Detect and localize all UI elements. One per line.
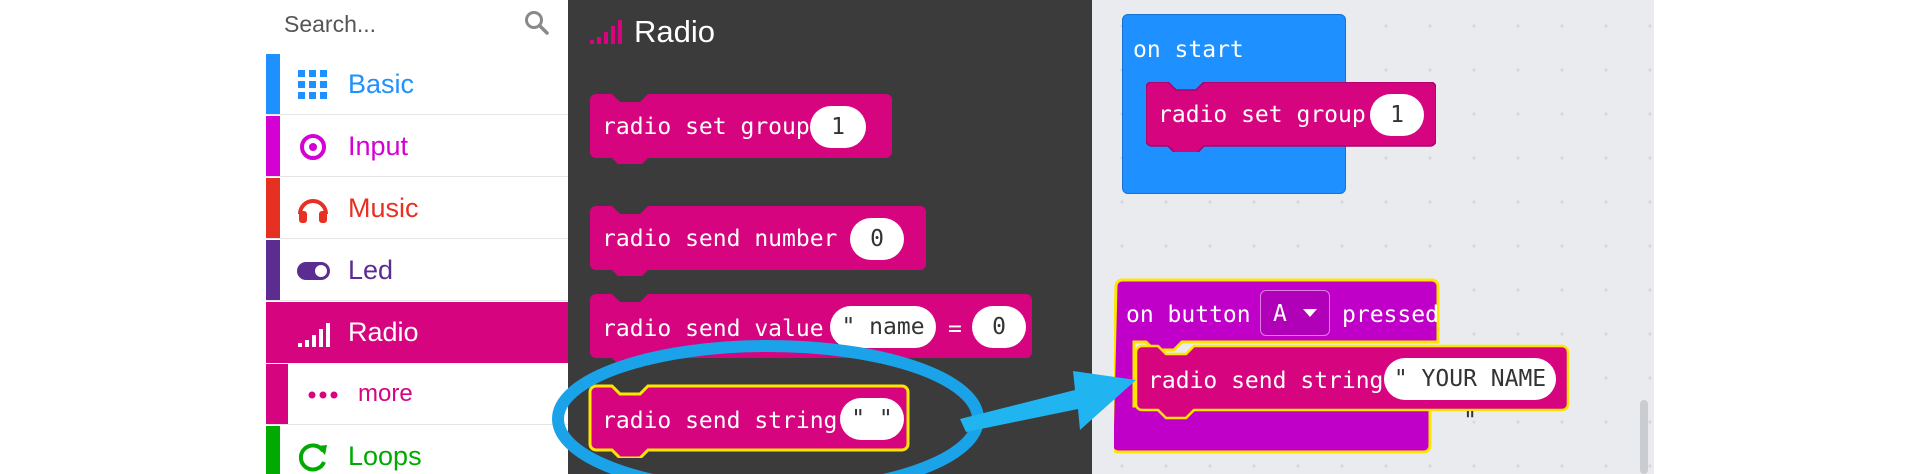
- vertical-scrollbar[interactable]: [1640, 400, 1648, 474]
- dots-icon: [308, 391, 338, 399]
- on-button-label: on button: [1126, 302, 1251, 328]
- radio-set-group-block[interactable]: radio set group 1: [590, 94, 892, 158]
- string-value-input[interactable]: " YOUR NAME ": [1384, 358, 1556, 434]
- category-color-bar: [266, 116, 280, 176]
- name-value-input[interactable]: " name ": [830, 306, 936, 382]
- category-color-bar: [266, 240, 280, 300]
- radio-set-group-block[interactable]: radio set group 1: [1146, 82, 1436, 146]
- flyout-title: Radio: [634, 14, 715, 49]
- category-label: Input: [348, 131, 409, 161]
- value-input[interactable]: 0: [972, 306, 1026, 348]
- group-value-input[interactable]: 1: [810, 106, 866, 148]
- block-shape: [588, 384, 910, 458]
- pressed-label: pressed: [1342, 302, 1439, 328]
- radio-send-number-block[interactable]: radio send number 0: [590, 206, 926, 270]
- radio-send-string-block[interactable]: radio send string " YOUR NAME ": [1136, 346, 1568, 434]
- category-label: Loops: [348, 441, 422, 471]
- headphones-icon: [298, 199, 328, 223]
- block-shape: [1146, 82, 1436, 152]
- radio-send-string-block[interactable]: radio send string " ": [590, 386, 914, 450]
- category-more[interactable]: more: [266, 364, 568, 425]
- pointer-arrow-icon: [960, 371, 1136, 432]
- category-label: Music: [348, 193, 419, 223]
- category-music[interactable]: Music: [266, 178, 568, 239]
- highlight-ring: [552, 340, 984, 474]
- grid-icon: [298, 70, 327, 99]
- category-input[interactable]: Input: [266, 116, 568, 177]
- radio-send-value-block[interactable]: radio send value " name " = 0: [590, 294, 1032, 382]
- toggle-icon: [297, 262, 330, 280]
- block-label: radio send number: [602, 226, 838, 252]
- category-radio[interactable]: Radio: [266, 302, 568, 363]
- category-color-bar: [266, 178, 280, 238]
- code-workspace[interactable]: on start radio set group 1 on button A p…: [1092, 0, 1654, 474]
- category-loops[interactable]: Loops: [266, 426, 568, 474]
- on-start-label: on start: [1133, 37, 1244, 63]
- category-color-bar: [266, 54, 280, 114]
- category-led[interactable]: Led: [266, 240, 568, 301]
- number-value-input[interactable]: 0: [850, 218, 904, 260]
- search-icon[interactable]: [524, 10, 550, 36]
- block-label: radio send string: [602, 408, 838, 434]
- category-basic[interactable]: Basic: [266, 54, 568, 115]
- string-value-input[interactable]: " ": [840, 398, 904, 440]
- group-value-input[interactable]: 1: [1370, 94, 1424, 136]
- category-color-bar: [266, 426, 280, 474]
- block-label: radio send value: [602, 316, 824, 342]
- button-dropdown-value: A: [1273, 301, 1287, 327]
- block-label: radio send string: [1148, 368, 1384, 394]
- on-button-pressed-block[interactable]: on button A pressed: [1114, 278, 1444, 348]
- equals-label: =: [948, 316, 962, 342]
- search-input[interactable]: [282, 8, 516, 40]
- block-label: radio set group: [1158, 102, 1366, 128]
- block-shape: [590, 206, 926, 276]
- button-dropdown[interactable]: A: [1260, 290, 1330, 336]
- loop-arrow-icon: [298, 443, 327, 472]
- target-icon: [300, 134, 326, 160]
- block-label: radio set group: [602, 114, 810, 140]
- radio-flyout: Radio radio set group 1 radio send numbe…: [568, 0, 1092, 474]
- toolbox-sidebar: Basic Input Music Led: [266, 0, 568, 474]
- signal-bars-icon: [590, 20, 622, 44]
- category-label: more: [358, 380, 413, 407]
- chevron-down-icon: [1303, 309, 1317, 317]
- category-color-bar: [266, 364, 288, 424]
- signal-bars-icon: [298, 323, 330, 347]
- category-label: Basic: [348, 69, 415, 99]
- category-label: Led: [348, 255, 394, 285]
- search-bar: [266, 0, 568, 46]
- category-label: Radio: [348, 317, 419, 347]
